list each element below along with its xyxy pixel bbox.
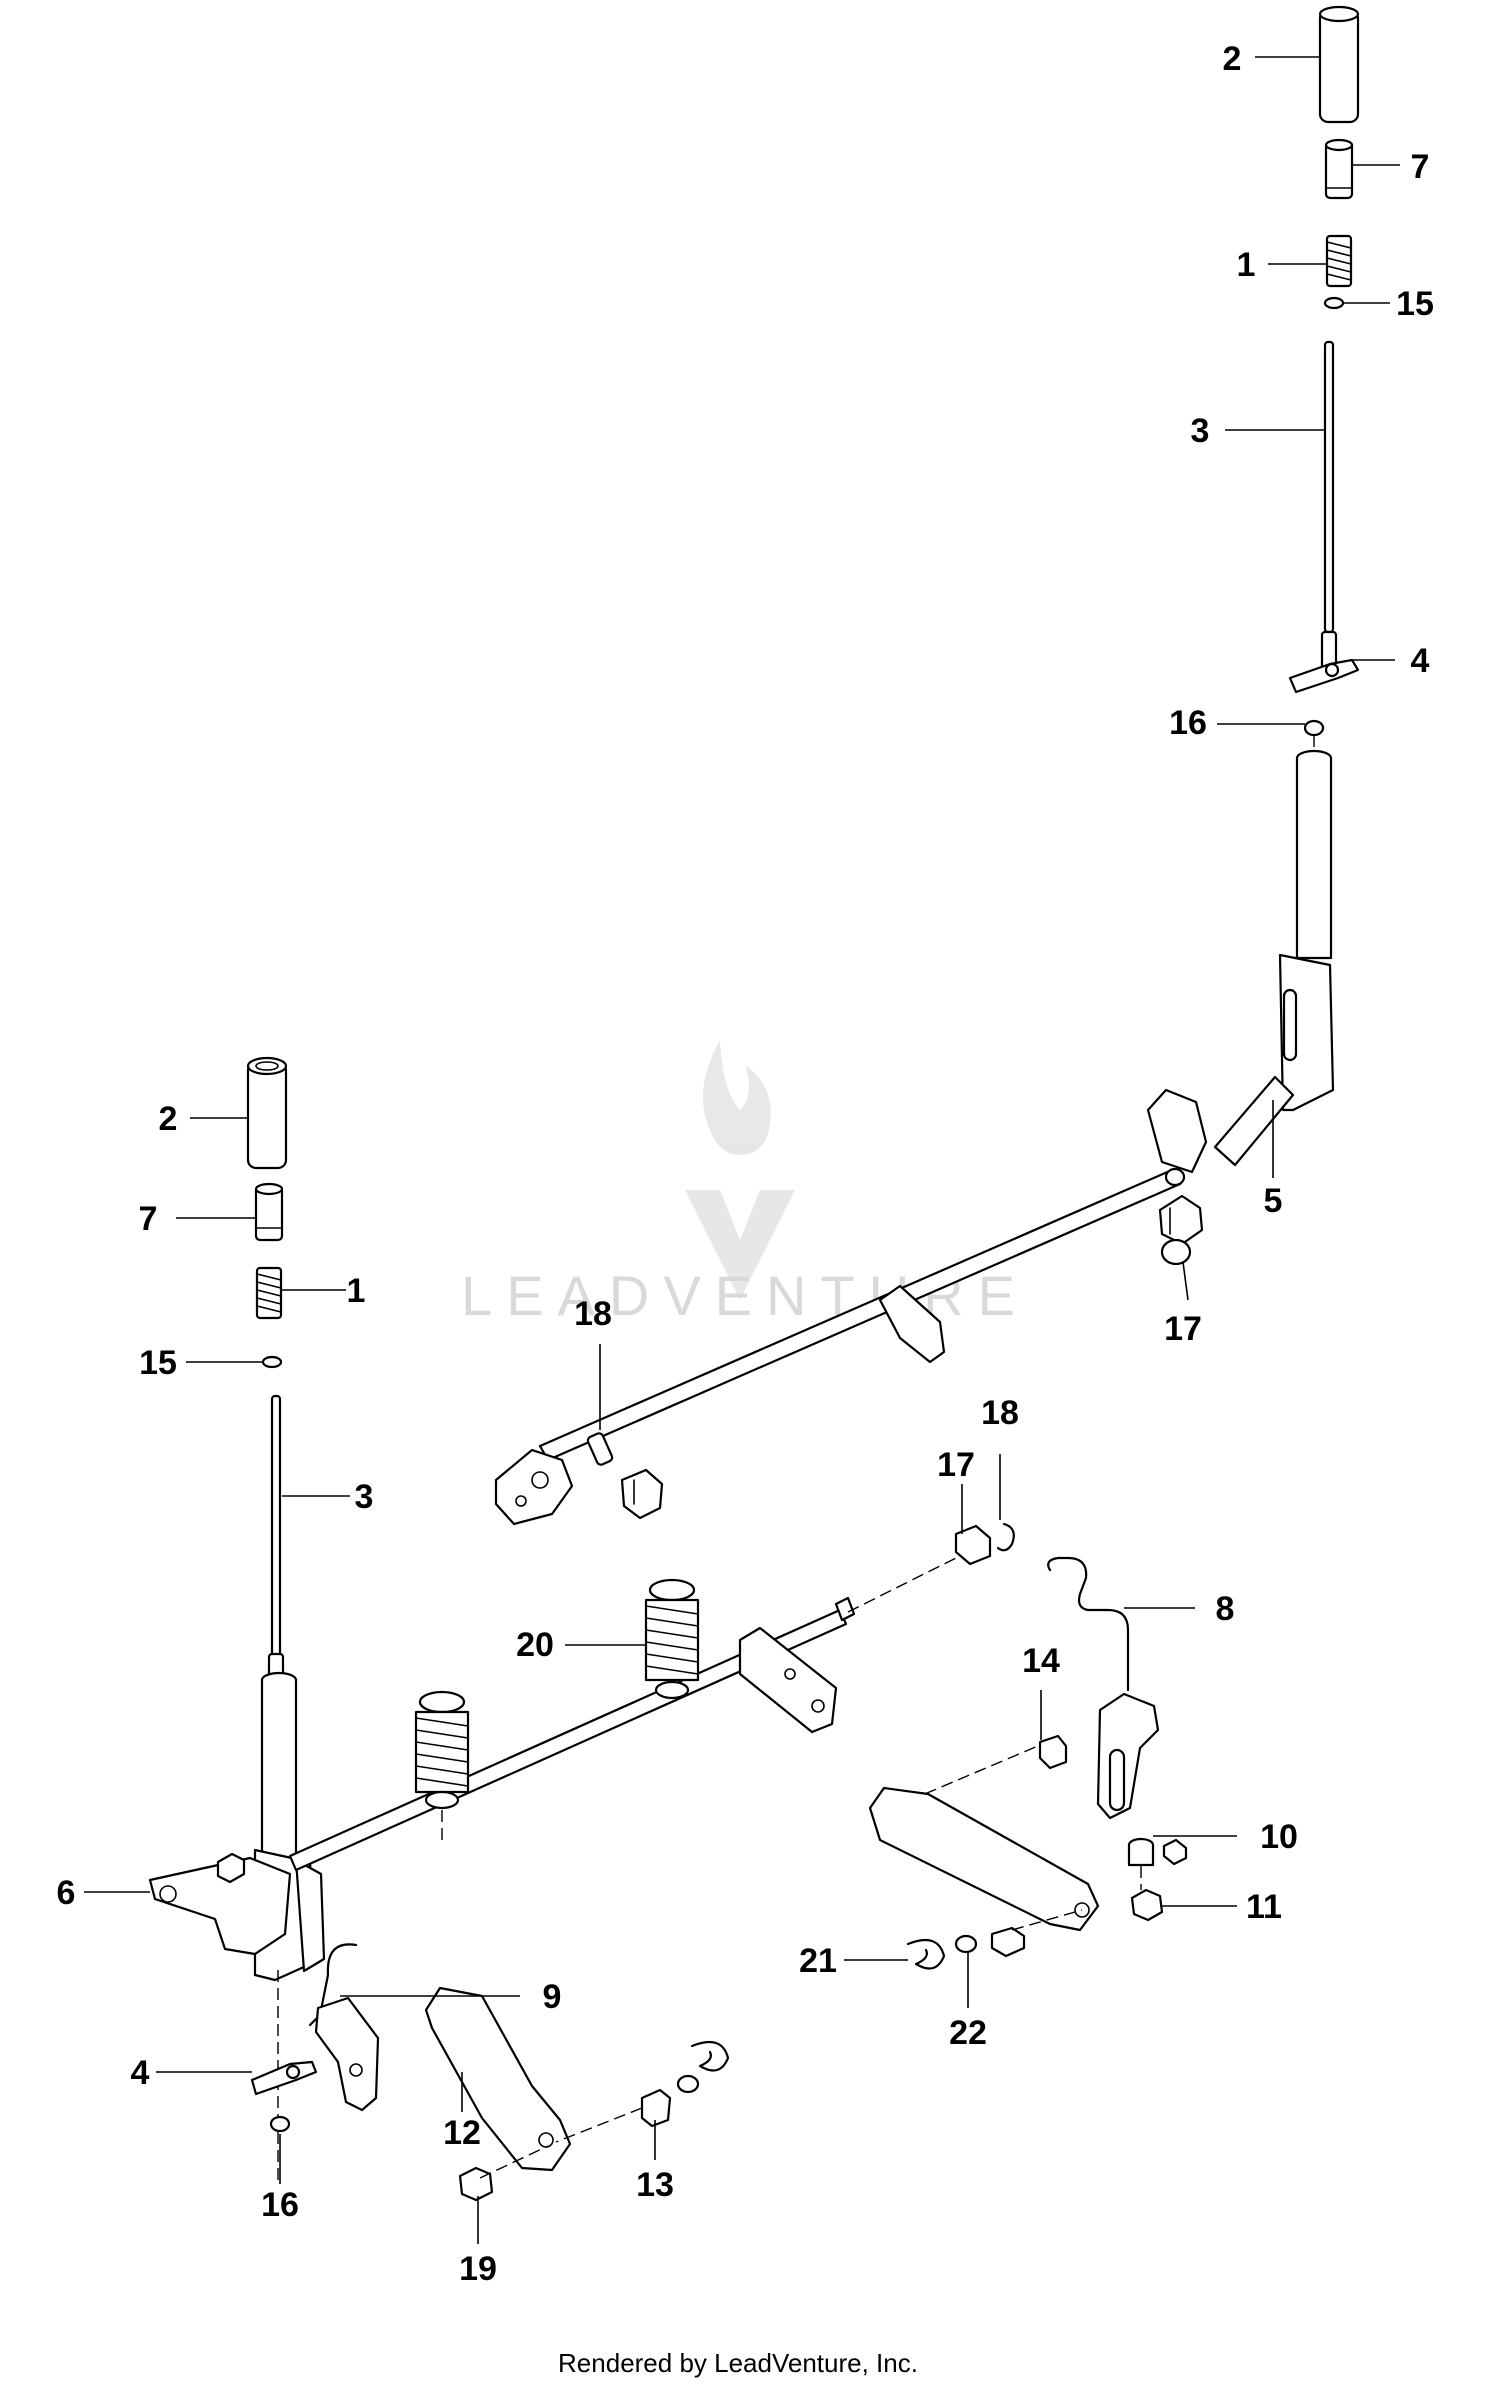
callout-8: 8 [1216, 1590, 1235, 1628]
nut-part [1303, 719, 1325, 737]
washer-part [1323, 296, 1345, 310]
bushing-part [1127, 1837, 1155, 1867]
nut-part [1130, 1888, 1164, 1922]
callout-18: 18 [981, 1394, 1019, 1432]
callout-4: 4 [1411, 642, 1430, 680]
left-lever-assembly [148, 1056, 380, 2180]
callout-7: 7 [139, 1200, 158, 1238]
bracket-part [148, 1856, 292, 1956]
bolt-part [1038, 1734, 1068, 1770]
bolt-part [990, 1926, 1026, 1958]
callout-14: 14 [1022, 1642, 1060, 1680]
callout-9: 9 [543, 1978, 562, 2016]
nut-part [458, 2166, 494, 2202]
bushing-part [1158, 1194, 1204, 1246]
arm-part [308, 1943, 380, 2112]
callout-18: 18 [574, 1295, 612, 1333]
footer-credit: Rendered by LeadVenture, Inc. [558, 2348, 918, 2378]
callout-15: 15 [139, 1344, 177, 1382]
pin-part [250, 2060, 318, 2096]
callout-17: 17 [1164, 1310, 1202, 1348]
spring-part [644, 1578, 700, 1700]
spring-part [255, 1266, 283, 1320]
bolt-part [640, 2088, 672, 2128]
rod-part [267, 1394, 285, 1696]
pin-part [1288, 658, 1360, 694]
link-part [868, 1786, 1100, 1932]
sleeve-part [254, 1182, 284, 1242]
callout-22: 22 [949, 2014, 987, 2052]
grip-part [1318, 5, 1360, 124]
washer-part [676, 2074, 700, 2094]
nut-part [954, 1524, 992, 1566]
upper-cross-shaft [494, 1167, 1186, 1526]
callout-13: 13 [636, 2166, 674, 2204]
callout-3: 3 [355, 1478, 374, 1516]
spring-part [1325, 234, 1353, 288]
callout-17: 17 [937, 1446, 975, 1484]
callout-1: 1 [1237, 246, 1256, 284]
callout-21: 21 [799, 1942, 837, 1980]
washer-part [954, 1934, 978, 1954]
sleeve-part [1324, 138, 1354, 200]
arm-part [1047, 1556, 1160, 1820]
callout-2: 2 [1223, 40, 1242, 78]
spring-part [414, 1690, 470, 1810]
callout-15: 15 [1396, 285, 1434, 323]
right-lever-assembly [1146, 5, 1360, 1174]
callout-19: 19 [459, 2250, 497, 2288]
callout-20: 20 [516, 1626, 554, 1664]
callout-12: 12 [443, 2114, 481, 2152]
callout-6: 6 [57, 1874, 76, 1912]
nut-part [1162, 1838, 1188, 1866]
leadventure-logo-icon [685, 1040, 795, 1300]
callout-11: 11 [1246, 1888, 1282, 1926]
bushing-part [620, 1468, 664, 1520]
callout-5: 5 [1264, 1182, 1283, 1220]
callout-16: 16 [261, 2186, 299, 2224]
grip-part [246, 1056, 288, 1170]
callout-3: 3 [1191, 412, 1210, 450]
callout-2: 2 [159, 1100, 178, 1138]
leader-lines [84, 56, 1400, 2244]
callout-1: 1 [347, 1272, 366, 1310]
rod-part [1320, 340, 1338, 676]
washer-part [261, 1355, 283, 1369]
nut-part [269, 2115, 291, 2133]
callout-10: 10 [1260, 1818, 1298, 1856]
callout-4: 4 [131, 2054, 150, 2092]
clip-part [690, 2040, 730, 2072]
callout-7: 7 [1411, 148, 1430, 186]
clip-part [906, 1938, 946, 1970]
callout-16: 16 [1169, 704, 1207, 742]
clip-part [996, 1522, 1015, 1552]
nut-part [1160, 1238, 1192, 1266]
callout-labels: 2 7 1 15 3 4 16 5 17 18 2 7 1 15 3 18 17… [57, 40, 1434, 2288]
lever-part [1146, 749, 1335, 1174]
lower-cross-shaft [288, 1596, 856, 1872]
